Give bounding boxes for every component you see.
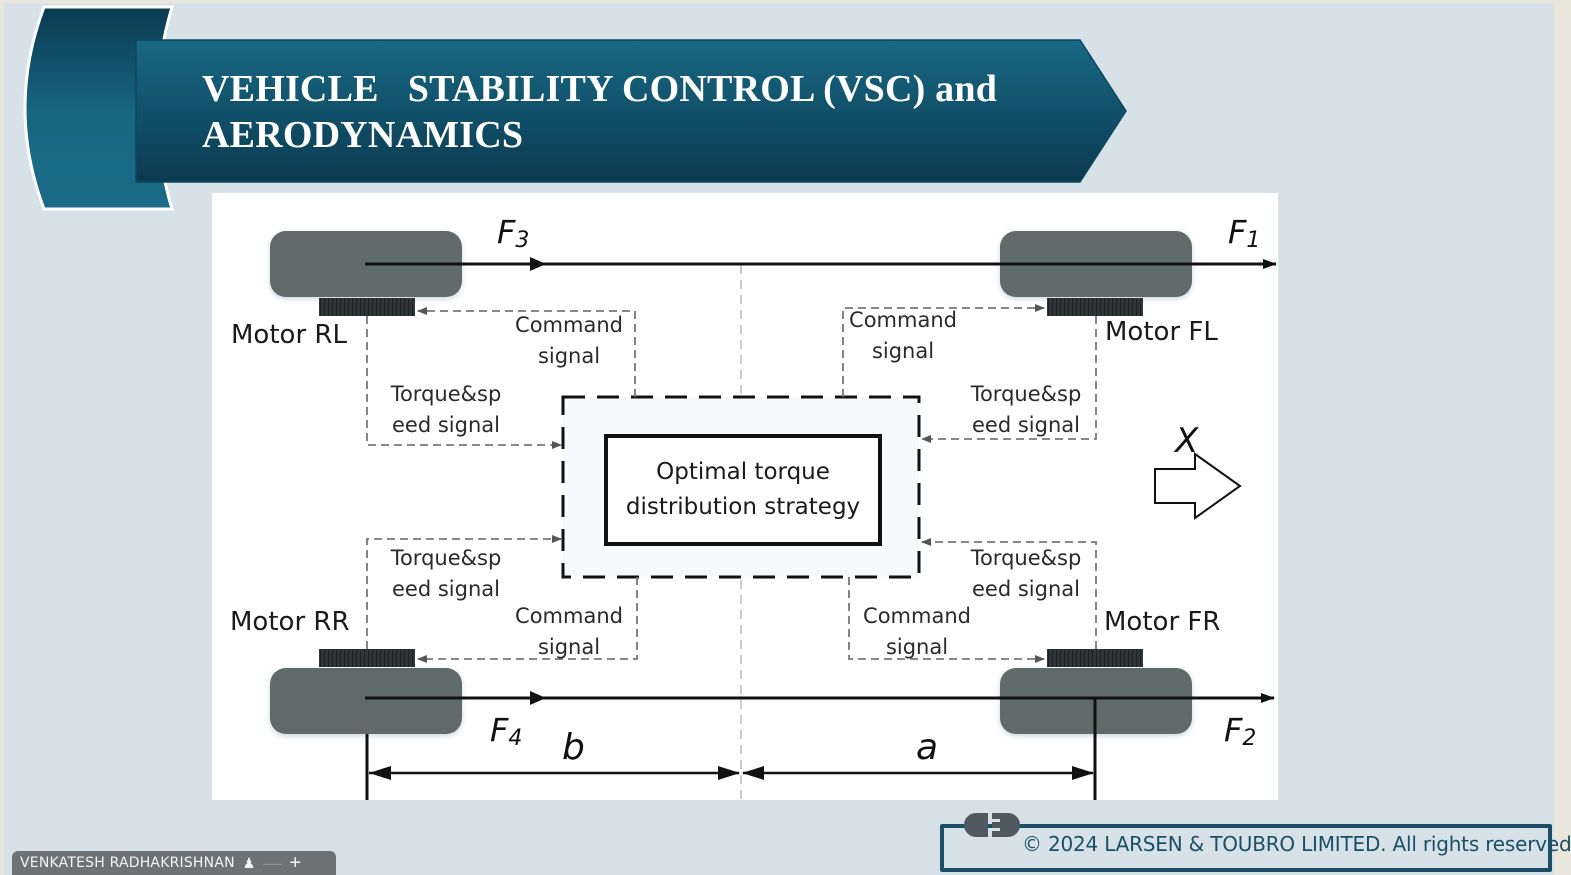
speed-signal-text: eed signal [972,413,1080,437]
add-icon[interactable]: + [289,851,302,874]
vsc-diagram: Optimal torque distribution strategy Mot… [212,193,1278,800]
signal-text: signal [537,344,601,368]
rr-torque-path [366,535,562,649]
motor-fr-label: Motor FR [1104,607,1221,637]
signal-text: signal [537,635,601,659]
minimize-icon[interactable]: — [263,852,282,873]
dim-b-left-arrow [369,766,391,780]
controller-line-2: distribution strategy [625,494,861,520]
force-f2-label: F2 [1224,711,1257,751]
motor-fr-block [1047,649,1143,667]
direction-x-label: X [1175,421,1199,461]
title-line-2: AERODYNAMICS [202,114,524,156]
slide-title: VEHICLE STABILITY CONTROL (VSC) and AERO… [202,66,997,158]
force-f1-label: F1 [1228,213,1261,253]
command-text: Command [849,308,957,332]
fr-command-label: Command signal [860,601,974,663]
wheel-rr [270,668,462,734]
speed-signal-text: eed signal [392,413,500,437]
fl-command-path [842,304,1045,397]
command-text: Command [863,604,971,628]
footer-box [940,824,1552,872]
f4-arrowhead [530,691,546,705]
motor-rr-block [319,649,415,667]
torque-text: Torque&sp [390,382,502,406]
controller-line-1: Optimal torque [656,459,830,485]
signal-text: signal [871,339,935,363]
dim-b-right-arrow [718,766,740,780]
speed-signal-text: eed signal [972,577,1080,601]
presenter-bar[interactable]: VENKATESH RADHAKRISHNAN ♟ — + [12,851,336,875]
fl-torque-label: Torque&sp eed signal [964,379,1088,441]
dimension-b-label: b [562,727,585,768]
rl-command-label: Command signal [512,310,626,372]
presenter-help-icon[interactable]: ♟ [242,854,256,871]
dim-a-left-arrow [742,766,764,780]
controller-strategy-box: Optimal torque distribution strategy [604,434,882,546]
force-f4-label: F4 [490,711,523,751]
motor-fl-label: Motor FL [1105,317,1218,347]
rl-command-path [417,307,636,397]
presenter-name: VENKATESH RADHAKRISHNAN [20,855,235,871]
rr-command-path [417,577,638,663]
plug-icon [964,813,1020,837]
motor-rr-label: Motor RR [230,607,350,637]
torque-text: Torque&sp [970,546,1082,570]
dim-a-right-arrow [1072,766,1094,780]
fr-command-path [848,577,1045,663]
motor-rl-label: Motor RL [231,320,347,350]
title-banner [135,39,1127,183]
direction-arrow-icon [1154,452,1242,520]
motor-fl-block [1047,298,1143,316]
torque-text: Torque&sp [970,382,1082,406]
torque-text: Torque&sp [390,546,502,570]
rl-torque-label: Torque&sp eed signal [384,379,508,441]
dimension-a-label: a [916,727,939,768]
diagram-canvas [270,231,1277,800]
title-line-1: VEHICLE STABILITY CONTROL (VSC) and [202,68,998,110]
force-f3-label: F3 [497,213,530,253]
fl-torque-path [921,316,1097,443]
fl-command-label: Command signal [848,305,958,367]
rl-torque-path [366,316,562,449]
rr-command-label: Command signal [512,601,626,663]
fr-torque-path [921,538,1097,649]
motor-rl-block [319,298,415,316]
speed-signal-text: eed signal [392,577,500,601]
copyright-text: © 2024 LARSEN & TOUBRO LIMITED. All righ… [1022,832,1571,856]
command-text: Command [515,313,623,337]
command-text: Command [515,604,623,628]
rr-torque-label: Torque&sp eed signal [384,543,508,605]
signal-text: signal [885,635,949,659]
fr-torque-label: Torque&sp eed signal [964,543,1088,605]
f3-arrowhead [530,257,546,271]
